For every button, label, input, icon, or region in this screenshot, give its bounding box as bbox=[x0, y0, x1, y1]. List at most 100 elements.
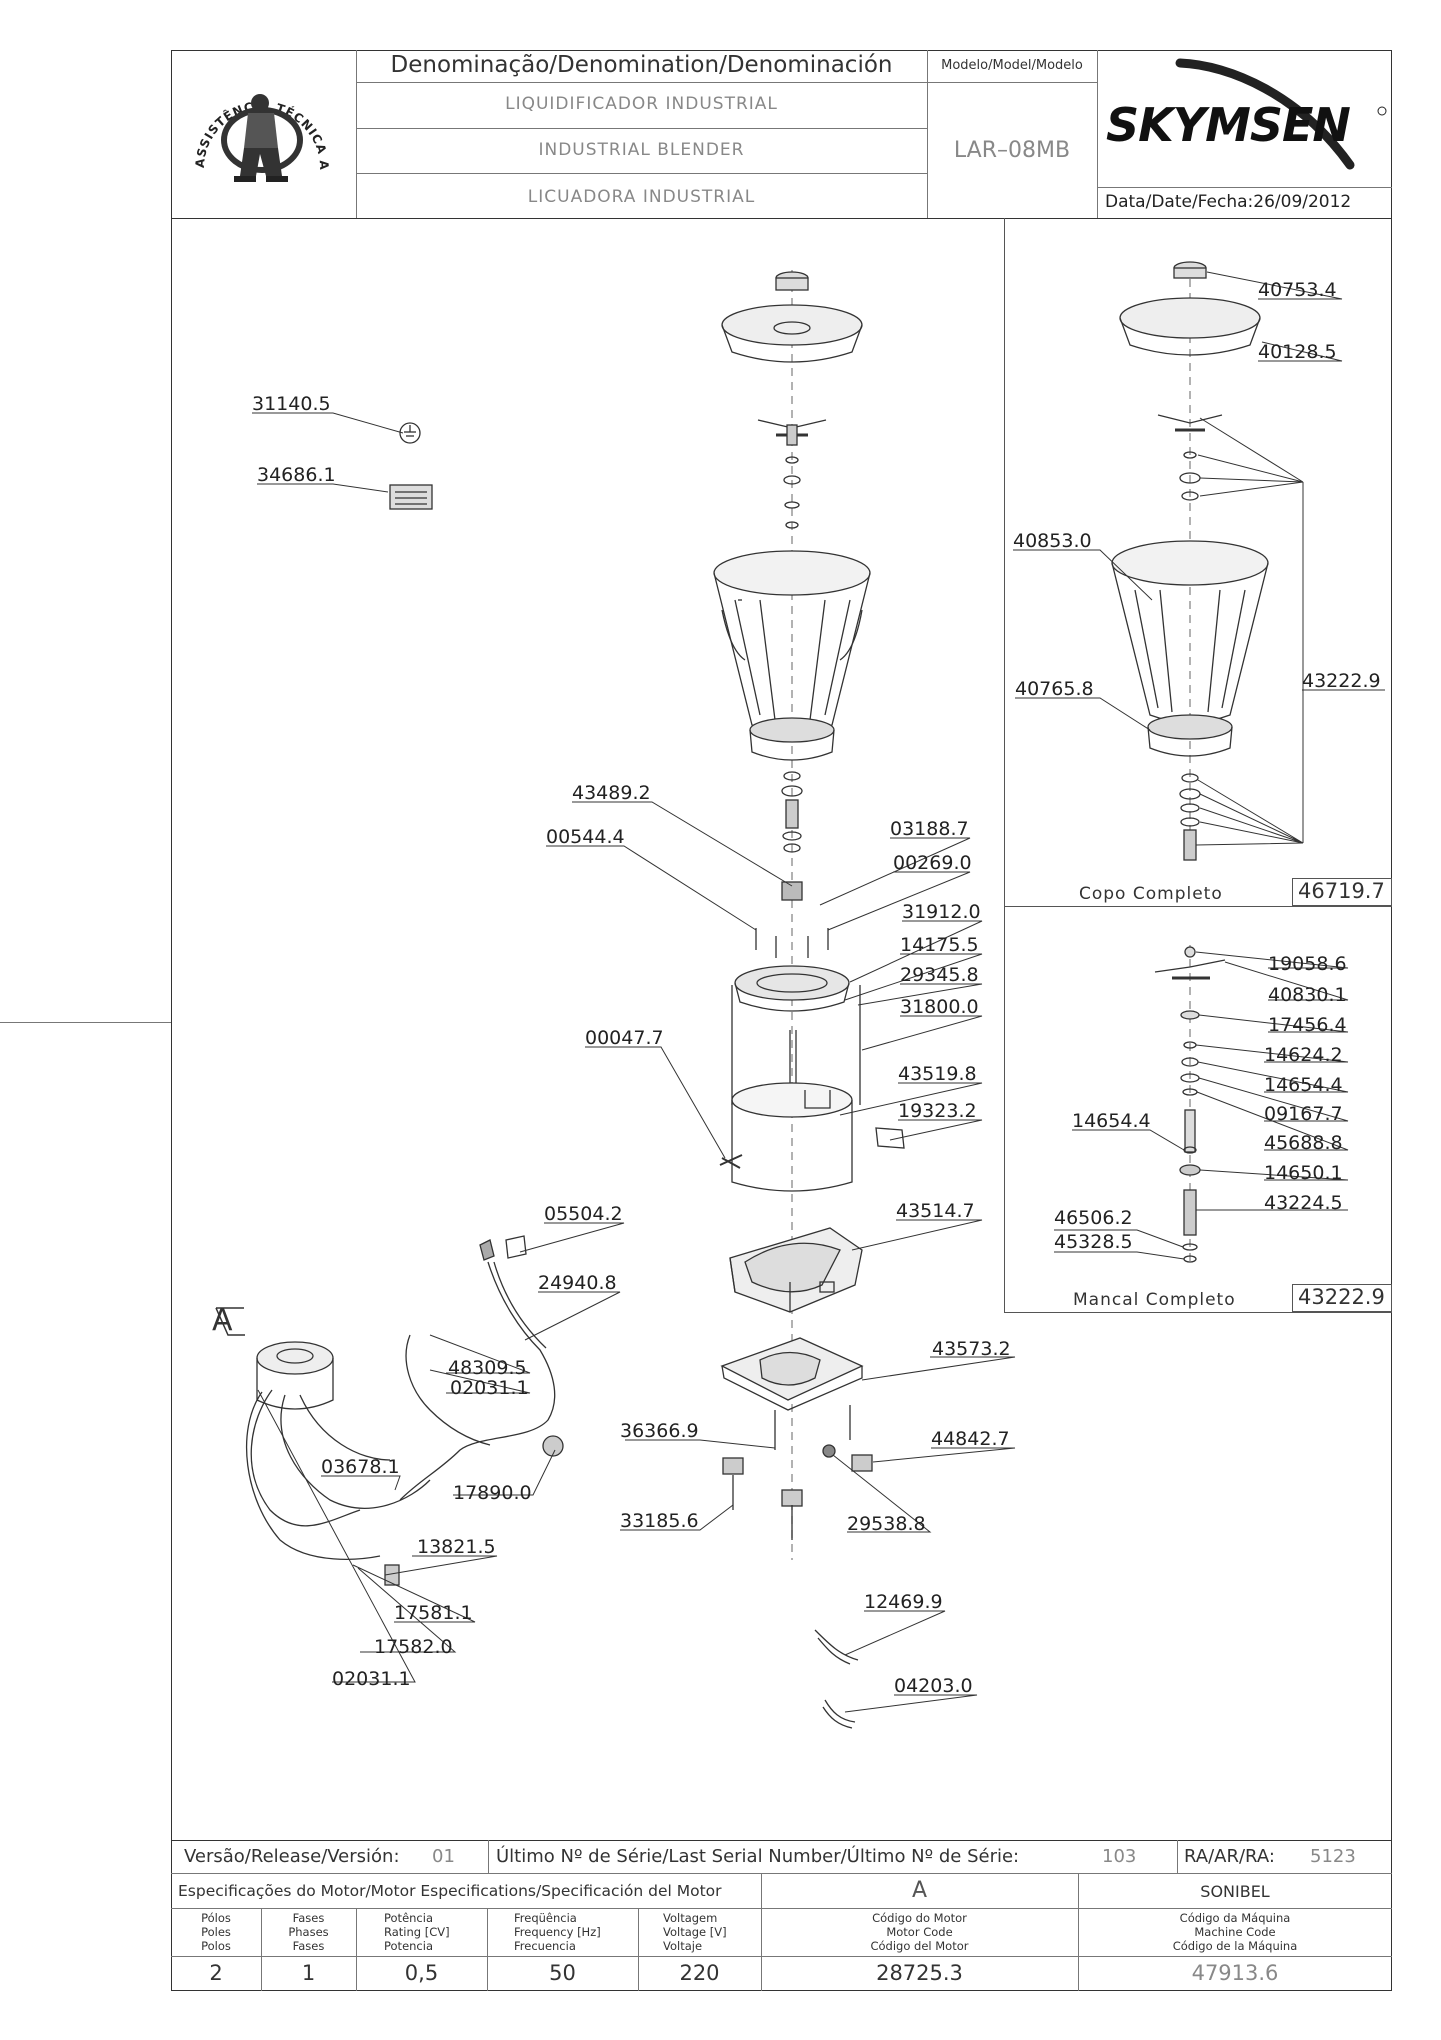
ra-value: 5123 bbox=[1310, 1846, 1356, 1867]
col-header-line: Potencia bbox=[384, 1939, 433, 1953]
part-callout: 34686.1 bbox=[257, 464, 336, 486]
part-callout: 44842.7 bbox=[931, 1428, 1010, 1450]
part-callout: 00269.0 bbox=[893, 852, 972, 874]
header-divider bbox=[927, 50, 928, 218]
col-header-line: Voltagem bbox=[663, 1911, 718, 1925]
voltage-value: 220 bbox=[679, 1961, 720, 1985]
part-callout: 17582.0 bbox=[374, 1636, 453, 1658]
col-header-line: Frecuencia bbox=[514, 1939, 576, 1953]
denomination-label: Denominação/Denomination/Denominación bbox=[390, 52, 893, 78]
col-header-line: Polos bbox=[201, 1939, 231, 1953]
drawing-frame bbox=[171, 50, 1392, 1991]
col-header-line: Código da Máquina bbox=[1179, 1911, 1291, 1925]
part-callout: 31140.5 bbox=[252, 393, 331, 415]
subassembly-divider bbox=[1004, 906, 1392, 907]
col-header-line: Phases bbox=[288, 1925, 329, 1939]
fold-mark bbox=[0, 1022, 171, 1023]
ra-label: RA/AR/RA: bbox=[1184, 1846, 1275, 1867]
part-callout: 43514.7 bbox=[896, 1200, 975, 1222]
header-divider bbox=[1097, 50, 1098, 218]
part-callout: 45688.8 bbox=[1264, 1132, 1343, 1154]
col-header-line: Freqüência bbox=[514, 1911, 577, 1925]
col-header-line: Código do Motor bbox=[872, 1911, 967, 1925]
col-header-line: Fases bbox=[292, 1939, 325, 1953]
part-callout: 43489.2 bbox=[572, 782, 651, 804]
part-callout: 04203.0 bbox=[894, 1675, 973, 1697]
date-value: 26/09/2012 bbox=[1253, 192, 1352, 212]
part-callout: 40830.1 bbox=[1268, 984, 1347, 1006]
part-callout: 14654.4 bbox=[1072, 1110, 1151, 1132]
part-callout: 14175.5 bbox=[900, 934, 979, 956]
part-callout: 00544.4 bbox=[546, 826, 625, 848]
footer-divider bbox=[1078, 1873, 1079, 1991]
header-row-line bbox=[356, 82, 1097, 83]
authorized-service-seal: ASSISTÊNCIA TÉCNICA AUTORIZADA bbox=[176, 47, 342, 208]
col-header-line: Voltage [V] bbox=[663, 1925, 727, 1939]
release-label: Versão/Release/Versión: bbox=[184, 1846, 400, 1867]
col-header-line: Motor Code bbox=[886, 1925, 953, 1939]
part-callout: 05504.2 bbox=[544, 1203, 623, 1225]
serial-value: 103 bbox=[1102, 1846, 1137, 1867]
col-header-line: Machine Code bbox=[1194, 1925, 1276, 1939]
part-callout: 31912.0 bbox=[902, 901, 981, 923]
col-header-line: Código de la Máquina bbox=[1172, 1939, 1298, 1953]
part-callout: 29345.8 bbox=[900, 964, 979, 986]
power-value: 0,5 bbox=[404, 1961, 439, 1985]
motor-spec-label: Especificações do Motor/Motor Especifica… bbox=[178, 1882, 722, 1900]
part-callout: 43573.2 bbox=[932, 1338, 1011, 1360]
part-callout: 29538.8 bbox=[847, 1513, 926, 1535]
part-callout: 43224.5 bbox=[1264, 1192, 1343, 1214]
serial-label: Último Nº de Série/Last Serial Number/Úl… bbox=[496, 1846, 1020, 1867]
frequency-value: 50 bbox=[549, 1961, 576, 1985]
part-callout: 09167.7 bbox=[1264, 1103, 1343, 1125]
poles-value: 2 bbox=[209, 1961, 223, 1985]
footer-divider bbox=[356, 1908, 357, 1991]
machine-code-value: 47913.6 bbox=[1191, 1961, 1279, 1985]
part-callout: 03188.7 bbox=[890, 818, 969, 840]
header-row-line bbox=[356, 173, 927, 174]
part-callout: 24940.8 bbox=[538, 1272, 617, 1294]
part-callout: 45328.5 bbox=[1054, 1231, 1133, 1253]
part-callout: 00047.7 bbox=[585, 1027, 664, 1049]
header-row-line bbox=[356, 128, 927, 129]
part-callout: 36366.9 bbox=[620, 1420, 699, 1442]
part-callout: 13821.5 bbox=[417, 1536, 496, 1558]
motor-marker: A bbox=[212, 1303, 233, 1338]
release-value: 01 bbox=[432, 1846, 455, 1867]
col-header-line: Voltaje bbox=[663, 1939, 703, 1953]
part-callout: 03678.1 bbox=[321, 1456, 400, 1478]
part-callout: 14654.4 bbox=[1264, 1074, 1343, 1096]
part-callout: 43519.8 bbox=[898, 1063, 977, 1085]
footer-line bbox=[171, 1873, 1392, 1874]
footer-divider bbox=[638, 1908, 639, 1991]
footer-divider bbox=[761, 1873, 762, 1991]
part-callout: 17581.1 bbox=[394, 1602, 473, 1624]
brand-name: SKYMSEN bbox=[1106, 98, 1350, 152]
cup-label: Copo Completo bbox=[1079, 884, 1223, 904]
header-divider bbox=[356, 50, 357, 218]
footer-line bbox=[171, 1908, 1392, 1909]
part-callout: 43222.9 bbox=[1302, 670, 1381, 692]
col-header-line: Potência bbox=[384, 1911, 433, 1925]
product-name-en: INDUSTRIAL BLENDER bbox=[538, 140, 745, 160]
cup-code-box bbox=[1292, 878, 1392, 906]
model-value: LAR–08MB bbox=[953, 138, 1071, 163]
footer-line bbox=[171, 1956, 1392, 1957]
part-callout: 14624.2 bbox=[1264, 1044, 1343, 1066]
footer-divider bbox=[261, 1908, 262, 1991]
bearing-code-box bbox=[1292, 1284, 1392, 1312]
date-label: Data/Date/Fecha: bbox=[1105, 192, 1254, 212]
part-callout: 40753.4 bbox=[1258, 279, 1337, 301]
part-callout: 19058.6 bbox=[1268, 953, 1347, 975]
part-callout: 17890.0 bbox=[453, 1482, 532, 1504]
model-label: Modelo/Model/Modelo bbox=[941, 58, 1083, 73]
part-callout: 19323.2 bbox=[898, 1100, 977, 1122]
part-callout: 40128.5 bbox=[1258, 341, 1337, 363]
